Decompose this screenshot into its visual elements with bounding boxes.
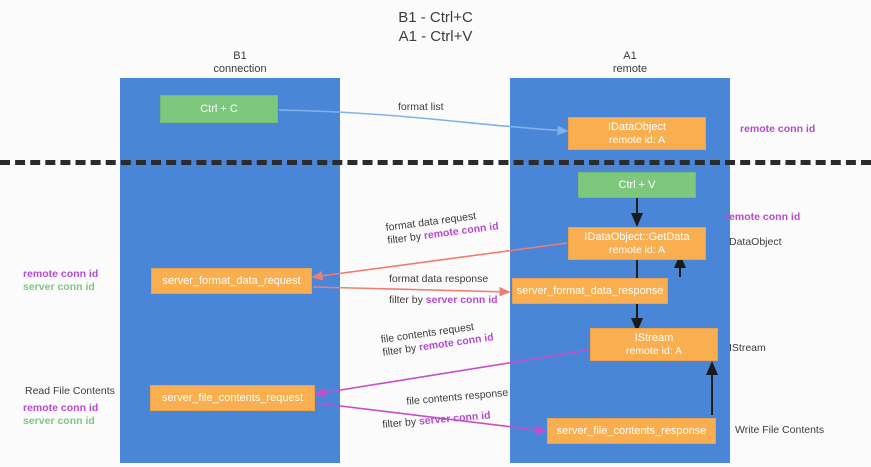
lane-header-a1: A1 remote [530, 50, 730, 76]
edge-label-format-data-response-line1: format data response [389, 273, 489, 285]
lane-header-b1: B1 connection [140, 50, 340, 76]
node-getdata[interactable]: IDataObject::GetData remote id: A [568, 227, 706, 260]
phase-divider [0, 160, 871, 165]
page-title-line2: A1 - Ctrl+V [398, 28, 473, 45]
note-right-istream: IStream [729, 342, 766, 354]
filter-key-server-conn-id: server conn id [425, 294, 498, 306]
note-left-remote-conn-id-2: remote conn id [23, 402, 99, 414]
note-left-read-file-contents: Read File Contents [25, 385, 115, 397]
node-server-file-contents-response[interactable]: server_file_contents_response [547, 418, 716, 444]
node-ctrl-c[interactable]: Ctrl + C [160, 95, 278, 123]
filter-prefix: filter by [381, 415, 420, 431]
edge-format-data-request [311, 242, 568, 281]
edge-label-format-data-response-filter: filter by server conn id [389, 294, 498, 307]
node-server-format-data-response[interactable]: server_format_data_response [512, 278, 668, 304]
lane-header-a1-line2: remote [612, 63, 648, 75]
note-right-dataobject: DataObject [729, 236, 782, 248]
edge-label-format-data-response: format data response filter by server co… [389, 273, 498, 307]
node-idataobject-line1: IDataObject [607, 120, 667, 133]
edge-file-contents-response [315, 402, 547, 435]
node-server-file-contents-request[interactable]: server_file_contents_request [150, 385, 315, 411]
edge-file-contents-request [314, 349, 590, 398]
note-left-server-conn-id-2: server conn id [23, 415, 95, 427]
node-server-file-contents-response-label: server_file_contents_response [556, 424, 707, 437]
note-right-write-file-contents: Write File Contents [735, 424, 825, 436]
lane-header-b1-line1: B1 [233, 50, 247, 62]
note-right-remote-conn-id-mid: remote conn id [725, 211, 801, 223]
node-server-format-data-response-label: server_format_data_response [516, 284, 664, 297]
node-ctrl-c-label: Ctrl + C [200, 102, 238, 115]
note-left-server-conn-id: server conn id [23, 281, 95, 293]
filter-prefix: filter by [389, 294, 426, 306]
note-left-remote-conn-id: remote conn id [23, 268, 99, 280]
node-idataobject[interactable]: IDataObject remote id: A [568, 117, 706, 150]
node-server-format-data-request[interactable]: server_format_data_request [151, 268, 312, 294]
page-title-line1: B1 - Ctrl+C [398, 9, 473, 26]
edge-label-format-list: format list [398, 101, 444, 114]
node-istream-line2: remote id: A [625, 344, 683, 357]
node-getdata-line2: remote id: A [608, 243, 666, 256]
node-getdata-line1: IDataObject::GetData [584, 230, 690, 243]
edge-format-list [278, 109, 569, 136]
node-ctrl-v[interactable]: Ctrl + V [578, 172, 696, 198]
edge-label-format-list-text: format list [398, 101, 444, 113]
node-ctrl-v-label: Ctrl + V [618, 178, 656, 191]
node-server-format-data-request-label: server_format_data_request [162, 274, 301, 287]
edge-format-data-response [312, 286, 511, 297]
node-server-file-contents-request-label: server_file_contents_request [161, 391, 304, 404]
lane-header-b1-line2: connection [213, 63, 267, 75]
lane-header-a1-line1: A1 [623, 50, 637, 62]
node-istream-line1: IStream [634, 331, 674, 344]
note-right-remote-conn-id-top: remote conn id [740, 123, 816, 135]
node-idataobject-line2: remote id: A [608, 133, 666, 146]
node-istream[interactable]: IStream remote id: A [590, 328, 718, 361]
